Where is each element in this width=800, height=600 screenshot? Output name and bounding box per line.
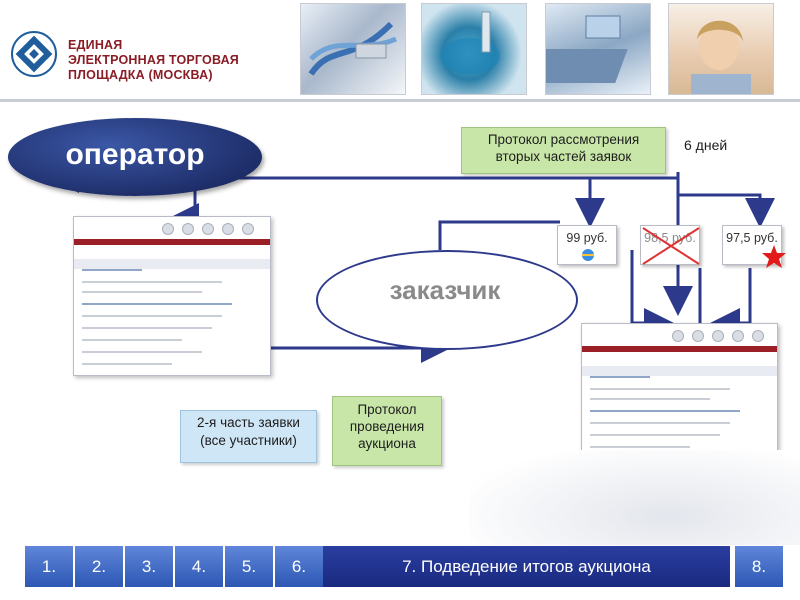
second-part-note: 2-я часть заявки (все участники)	[180, 410, 317, 463]
thumbnail-title-strip	[74, 259, 270, 269]
operator-node	[8, 118, 262, 196]
thumbnail-line	[590, 446, 690, 448]
second-part-line-1: 2-я часть заявки	[197, 415, 300, 430]
nav-dot-icon	[712, 330, 724, 342]
thumbnail-title-strip	[582, 366, 777, 376]
customer-label: заказчик	[389, 275, 501, 305]
thumbnail-line	[82, 315, 222, 317]
step-1-button[interactable]: 1.	[25, 546, 73, 587]
browser-icon	[582, 249, 594, 261]
thumbnail-line	[82, 339, 182, 341]
nav-dot-icon	[672, 330, 684, 342]
nav-dot-icon	[242, 223, 254, 235]
thumbnail-line	[590, 388, 730, 390]
operator-label: оператор	[65, 138, 205, 171]
thumbnail-line	[590, 410, 740, 412]
rejected-cross-icon	[642, 227, 700, 265]
current-step-title: 7. Подведение итогов аукциона	[323, 546, 730, 587]
thumbnail-line	[590, 422, 730, 424]
nav-dot-icon	[222, 223, 234, 235]
thumbnail-line	[82, 363, 172, 365]
nav-dot-icon	[692, 330, 704, 342]
nav-dot-icon	[752, 330, 764, 342]
thumbnail-line	[82, 269, 142, 271]
days-label: 6 дней	[684, 137, 728, 153]
nav-dot-icon	[162, 223, 174, 235]
nav-dot-icon	[202, 223, 214, 235]
bid-price: 98,5 руб.	[644, 231, 696, 245]
thumbnail-line	[82, 291, 202, 293]
step-4-button[interactable]: 4.	[175, 546, 223, 587]
protocol-review-box: Протокол рассмотрения вторых частей заяв…	[461, 127, 666, 174]
step-6-button[interactable]: 6.	[275, 546, 323, 587]
logo-line-2: ЭЛЕКТРОННАЯ ТОРГОВАЯ	[68, 53, 239, 67]
header-photo-cables	[300, 3, 406, 95]
protocol-review-line-2: вторых частей заявок	[495, 149, 632, 164]
header-divider	[0, 99, 800, 102]
bid-price: 97,5 руб.	[726, 231, 778, 245]
header-photo-operator-woman	[668, 3, 774, 95]
logo-icon	[11, 31, 57, 77]
header-photo-lab	[421, 3, 527, 95]
thumbnail-line	[82, 281, 222, 283]
thumbnail-line	[590, 398, 710, 400]
thumbnail-line	[82, 351, 202, 353]
logo-text: ЕДИНАЯ ЭЛЕКТРОННАЯ ТОРГОВАЯ ПЛОЩАДКА (МО…	[68, 38, 288, 83]
protocol-auction-line-1: Протокол	[357, 402, 417, 417]
second-part-line-2: (все участники)	[200, 433, 297, 448]
thumbnail-line	[590, 376, 650, 378]
step-5-button[interactable]: 5.	[225, 546, 273, 587]
winner-star-icon	[762, 245, 786, 268]
step-3-button[interactable]: 3.	[125, 546, 173, 587]
protocol-auction-box: Протокол проведения аукциона	[332, 396, 442, 466]
step-8-button[interactable]: 8.	[735, 546, 783, 587]
protocol-auction-line-3: аукциона	[358, 436, 416, 451]
nav-dot-icon	[732, 330, 744, 342]
protocol-review-line-1: Протокол рассмотрения	[487, 132, 640, 147]
nav-dot-icon	[182, 223, 194, 235]
bid-card-winner: 97,5 руб.	[722, 225, 786, 268]
background-decoration	[470, 450, 800, 545]
protocol-auction-line-2: проведения	[349, 419, 425, 434]
thumbnail-header-bar	[74, 239, 270, 245]
logo-line-3: ПЛОЩАДКА (МОСКВА)	[68, 68, 213, 82]
bid-card-rejected: 98,5 руб.	[640, 225, 700, 265]
thumbnail-header-bar	[582, 346, 777, 352]
bid-price: 99 руб.	[566, 231, 608, 245]
bid-card: 99 руб.	[557, 225, 617, 265]
thumbnail-line	[590, 434, 720, 436]
auction-page-thumbnail	[73, 216, 271, 376]
customer-node	[316, 250, 578, 350]
logo-line-1: ЕДИНАЯ	[68, 38, 123, 52]
step-2-button[interactable]: 2.	[75, 546, 123, 587]
thumbnail-line	[82, 327, 212, 329]
header-photo-keyboard	[545, 3, 651, 95]
thumbnail-line	[82, 303, 232, 305]
